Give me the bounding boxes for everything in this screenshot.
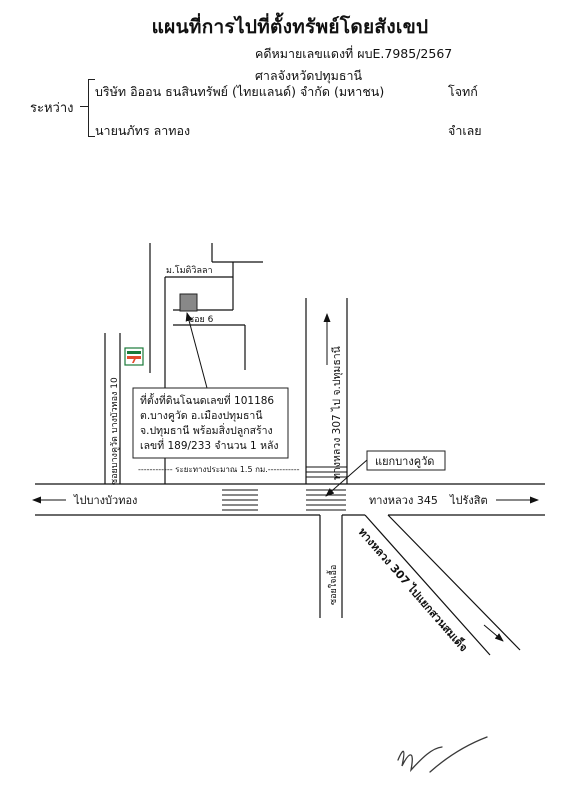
property-line-1: ที่ตั้งที่ดินโฉนดเลขที่ 101186 bbox=[140, 393, 274, 407]
to-rangsit-label: ไปรังสิต bbox=[449, 494, 488, 507]
brace-tick bbox=[80, 106, 88, 107]
distance-label: ------------ ระยะทางประมาณ 1.5 กม.------… bbox=[138, 465, 300, 474]
plaintiff-name: บริษัท อิออน ธนสินทรัพย์ (ไทยแลนด์) จำกั… bbox=[95, 84, 385, 99]
property-line-3: จ.ปทุมธานี พร้อมสิ่งปลูกสร้าง bbox=[140, 423, 273, 437]
map-title: แผนที่การไปที่ตั้งทรัพย์โดยสังเขป bbox=[151, 16, 429, 38]
arrow-south-307 bbox=[483, 624, 504, 642]
case-number: คดีหมายเลขแดงที่ ผบE.7985/2567 bbox=[255, 46, 453, 61]
crosswalk-north bbox=[306, 466, 347, 478]
property-line-2: ต.บางคูวัด อ.เมืองปทุมธานี bbox=[140, 409, 263, 422]
village-label: ม.โมดิวิลลา bbox=[166, 265, 213, 276]
property-pointer bbox=[185, 312, 208, 389]
junction-label: แยกบางคูวัด bbox=[375, 455, 434, 468]
highway-307-south-road bbox=[364, 514, 521, 656]
soi6-label: ซอย 6 bbox=[188, 315, 214, 325]
highway-307-north-label: ทางหลวง 307 ไป จ.ปทุมธานี bbox=[330, 346, 343, 480]
svg-text:7: 7 bbox=[131, 355, 138, 366]
highway-345-label: ทางหลวง 345 bbox=[369, 494, 438, 507]
soi-10-road bbox=[104, 333, 121, 484]
junction-label-box bbox=[366, 450, 446, 471]
crosswalk-west bbox=[222, 489, 258, 511]
defendant-role: จำเลย bbox=[448, 123, 482, 138]
court-name: ศาลจังหวัดปทุมธานี bbox=[255, 68, 363, 83]
soi10-label: ซอยบางคูวัด บางบัวทอง 10 bbox=[110, 377, 120, 485]
seven-eleven-icon: 7 bbox=[124, 347, 144, 366]
to-bangbuathong-label: ไปบางบัวทอง bbox=[73, 494, 137, 507]
defendant-name: นายนภัทร ลาทอง bbox=[95, 123, 191, 138]
handwritten-signature bbox=[397, 736, 488, 773]
property-line-4: เลขที่ 189/233 จำนวน 1 หลัง bbox=[140, 438, 279, 452]
junction-pointer bbox=[325, 459, 368, 497]
party-brace bbox=[88, 79, 95, 137]
soi-jaichuea-road bbox=[319, 515, 343, 618]
property-square-marker bbox=[179, 293, 198, 312]
soi-jaichuea-label: ซอยใจเอื้อ bbox=[326, 565, 339, 605]
crosswalk-east bbox=[306, 489, 346, 511]
highway-307-south-label: ทางหลวง 307 ไปแยกสวนสมเด็จ bbox=[356, 525, 471, 654]
highway-307-north-road bbox=[305, 298, 348, 484]
between-label: ระหว่าง bbox=[30, 101, 74, 116]
property-info-box bbox=[132, 387, 289, 459]
plaintiff-role: โจทก์ bbox=[448, 84, 478, 99]
